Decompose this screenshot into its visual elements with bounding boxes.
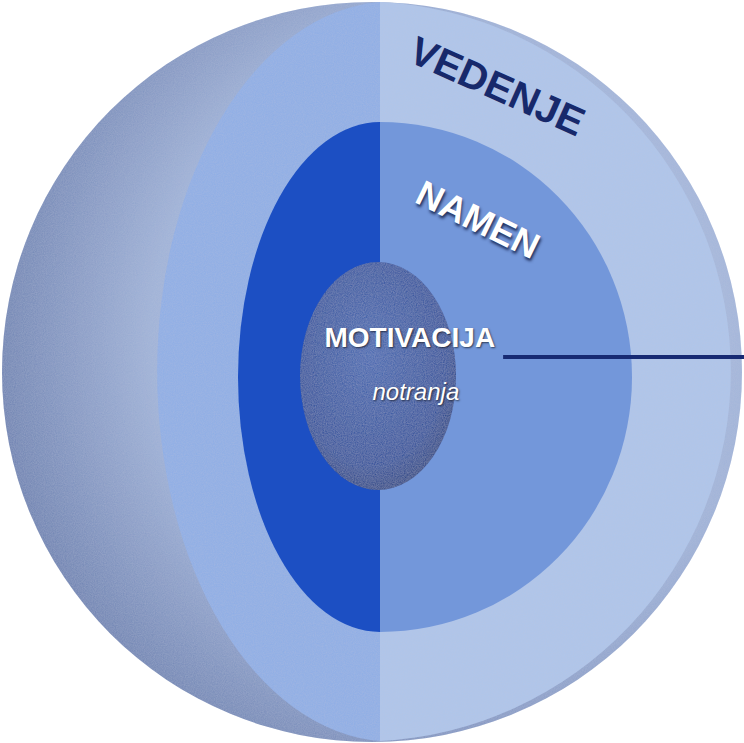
leader-line [503, 355, 744, 359]
layer-label: VEDENJE [403, 28, 592, 144]
layer-label: MOTIVACIJA [325, 323, 496, 354]
layer-sublabel: notranja [373, 379, 460, 405]
layer-label: NAMEN [410, 173, 546, 266]
motivation-core: MOTIVACIJA notranja [290, 262, 530, 490]
purpose-shell: NAMEN MOTIVACIJA notranja [142, 122, 632, 632]
motivation-core [300, 262, 456, 490]
